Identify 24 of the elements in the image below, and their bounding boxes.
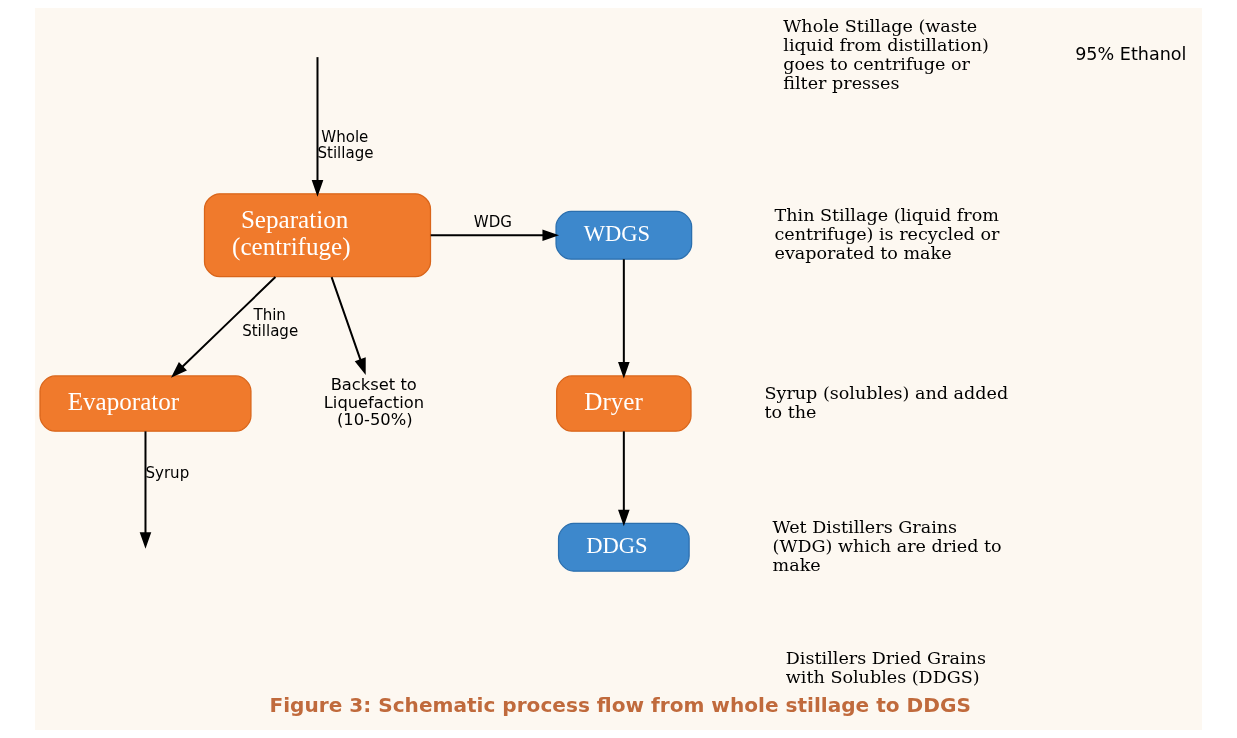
arrow [139, 431, 152, 549]
edge-label: WDG [473, 213, 512, 232]
node-box: DDGS [557, 522, 690, 572]
arrow [618, 259, 630, 379]
caption: Figure 3: Schematic process flow from whole stillage to DDGS [269, 693, 971, 718]
edge-label: Thin Stillage [242, 306, 299, 341]
label: 95% Ethanol [1075, 44, 1187, 65]
arrow [311, 57, 324, 197]
arrow [618, 431, 630, 527]
arrow [430, 229, 560, 242]
node-box: Dryer [556, 375, 692, 432]
node-text: Backset to Liquefaction (10-50%) [323, 375, 425, 430]
label: Wet Distillers Grains (WDG) which are dried to make [772, 517, 1002, 575]
label: Whole Stillage (waste liquid from distillation) goes to centrifuge or filter presses [783, 16, 989, 93]
label: Distillers Dried Grains with Solubles (DDGS) [785, 647, 986, 687]
edge-label: Whole Stillage [317, 127, 374, 163]
label: Thin Stillage (liquid from centrifuge) is recycled or evaporated to make [774, 205, 1000, 263]
edge-label: Syrup [145, 464, 190, 483]
node-box: Separation (centrifuge) [203, 193, 432, 278]
node-box: WDGS [555, 210, 693, 260]
node-box: Evaporator [39, 375, 252, 432]
arrow [170, 276, 277, 378]
arrow [330, 276, 366, 375]
label: Syrup (solubles) and added to the [764, 382, 1009, 422]
